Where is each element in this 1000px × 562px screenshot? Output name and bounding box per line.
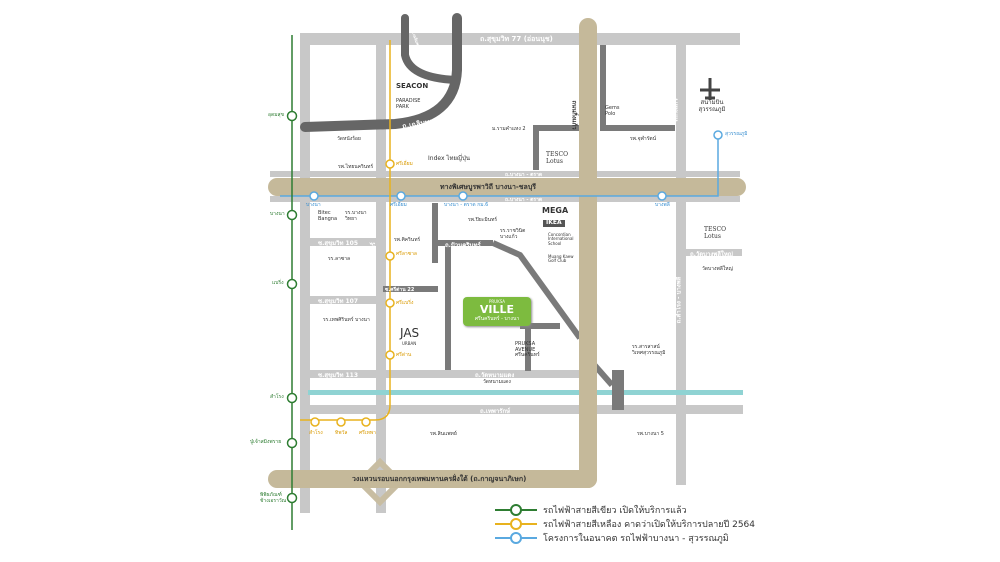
road-bangphli: ถ.สำโรง - บางพลี [675,276,683,324]
yellow-station-3: ศรีด่าน [396,352,412,358]
legend-blue: โครงการในอนาคต รถไฟฟ้าบางนา - สุวรรณภูมิ [495,531,755,545]
place-mega: MEGA [542,206,569,215]
blue-station-1: ศรีเอี่ยม [390,202,407,208]
place-airport: สนามบิน สุวรรณภูมิ [698,99,726,113]
yellow-station-6: ศรีเทพา [359,430,376,436]
place-tesco2: TESCO Lotus [704,226,727,240]
place-hosp1: รพ.จุฬารัตน์ [630,136,657,142]
road-watbangphli: ถ.วัดบางพลีใหญ่ [690,251,733,258]
place-seacon: SEACON [396,82,429,90]
place-ikea: IKEA [543,219,565,227]
green-station-1: บางนา [270,211,285,217]
green-station-4: ปู่เจ้าสมิงพราย [250,439,282,445]
airplane-icon [700,78,720,100]
legend-green: รถไฟฟ้าสายสีเขียว เปิดให้บริการแล้ว [495,503,755,517]
road-srinakarin: ถ.ศรีนครินทร์ [369,67,377,103]
place-wat1: วัดหนังร้อย [337,136,361,142]
place-school3: รร.ราชวินิต บางแก้ว [500,228,526,240]
road-s113: ซ.สุขุมวิท 113 [318,372,359,379]
project-location: ศรีนครินทร์ - บางนา [474,316,520,322]
place-tesco: TESCO Lotus [546,151,569,165]
road-bangna-v: ซ.บางนา [425,210,431,227]
place-hosp4: รพ.ศิครินทร์ [394,237,421,243]
yellow-station-1: ศรีลาซาล [396,251,417,257]
place-index: Index ไทยญี่ปุ่น [428,155,470,162]
road-watnamdaeng: ถ.วัดหนามแดง [475,372,515,379]
road-kingkaew2: ถ.กิ่งแก้ว [672,98,680,122]
legend-green-label: รถไฟฟ้าสายสีเขียว เปิดให้บริการแล้ว [543,506,687,516]
road-s105: ซ.สุขุมวิท 105 [318,240,359,247]
blue-station-0: บางนา [306,202,321,208]
blue-station-2: บางนา - ตราด กม.6 [444,202,489,208]
place-wat2: วัดหนามแดง [483,379,511,385]
project-brand: PRUKSA [488,299,506,304]
green-station-2: แบริ่ง [272,280,284,286]
place-concordian: Concordian International School [548,232,574,246]
project-marker[interactable]: PRUKSA VILLE ศรีนครินทร์ - บางนา [463,297,531,326]
place-school4: รร.สารสาสน์ วิเทศสุวรรณภูมิ [632,344,666,356]
legend-yellow: รถไฟฟ้าสายสีเหลือง คาดว่าเปิดให้บริการปล… [495,517,755,531]
blue-station-3: บางพลี [655,202,670,208]
legend-yellow-label: รถไฟฟ้าสายสีเหลือง คาดว่าเปิดให้บริการปล… [543,520,756,530]
place-paradise: PARADISE PARK [396,98,421,110]
place-bitec: Bitec Bangna [318,210,338,222]
yellow-station-0: ศรีเอี่ยม [396,161,413,167]
legend-blue-label: โครงการในอนาคต รถไฟฟ้าบางนา - สุวรรณภูมิ [543,534,729,544]
place-jas-sub: URBAN [402,341,417,346]
road-bangna-trad-bottom: ถ.บางนา - ตราด [505,197,543,203]
blue-station-4: สุวรรณภูมิ [725,131,748,137]
green-station-5: พิพิธภัณฑ์ ช้างเอราวัณ [260,492,287,504]
road-sukhumvit77: ถ.สุขุมวิท 77 (อ่อนนุช) [480,35,553,43]
road-puncharin: ถ.ปัวนครินทร์ [445,242,481,249]
place-hosp5: รพ.สินแพทย์ [430,431,457,437]
project-name: VILLE [479,303,515,316]
place-school2: ม.รามคำแหง 2 [492,126,526,132]
place-school107: รร.เทพศิรินทร์ บางนา [323,317,370,323]
place-jas: JAS [400,326,420,340]
yellow-station-2: ศรีแบริ่ง [396,300,414,306]
road-kingkaew: ถนนกิ่งแก้ว [570,100,578,130]
place-muangkaew: Muang Kaew Golf Club [548,254,574,264]
road-theparak: ถ.เทพารักษ์ [480,408,511,415]
place-wat3: วัดบางพลีใหญ่ [702,266,733,272]
road-srinakarin-2: ถ.ศรีนครินทร์ [369,242,377,278]
yellow-station-5: ทิพวัล [335,430,348,436]
place-pruksa-avenue: PRUKSA AVENUE ศรีนครินทร์ [515,341,540,358]
road-ring: วงแหวนรอบนอกกรุงเทพมหานครฝั่งใต้ (ถ.กาญจ… [352,475,527,483]
road-s107: ซ.สุขุมวิท 107 [318,298,359,305]
place-hosp6: รพ.บางนา 5 [637,431,664,437]
yellow-station-4: สำโรง [309,430,323,436]
road-srilasal: ซ.ศรีด่าน 22 [385,287,415,293]
green-station-3: สำโรง [270,394,284,400]
place-hosp2: รพ.ไทยนครินทร์ [338,164,374,170]
green-station-0: อุดมสุข [268,112,285,118]
place-hosp3: รพ.ปิยะมินทร์ [468,217,498,223]
place-gems: Gems Polo [605,105,620,117]
road-bangna-trad-top: ถ.บางนา - ตราด [505,172,543,178]
road-main: ทางพิเศษบูรพาวิถี บางนา-ชลบุรี [440,183,537,191]
place-school-bn: รร.บางนาวิทยา [345,210,367,222]
place-school105: รร.ลาซาล [328,256,351,262]
